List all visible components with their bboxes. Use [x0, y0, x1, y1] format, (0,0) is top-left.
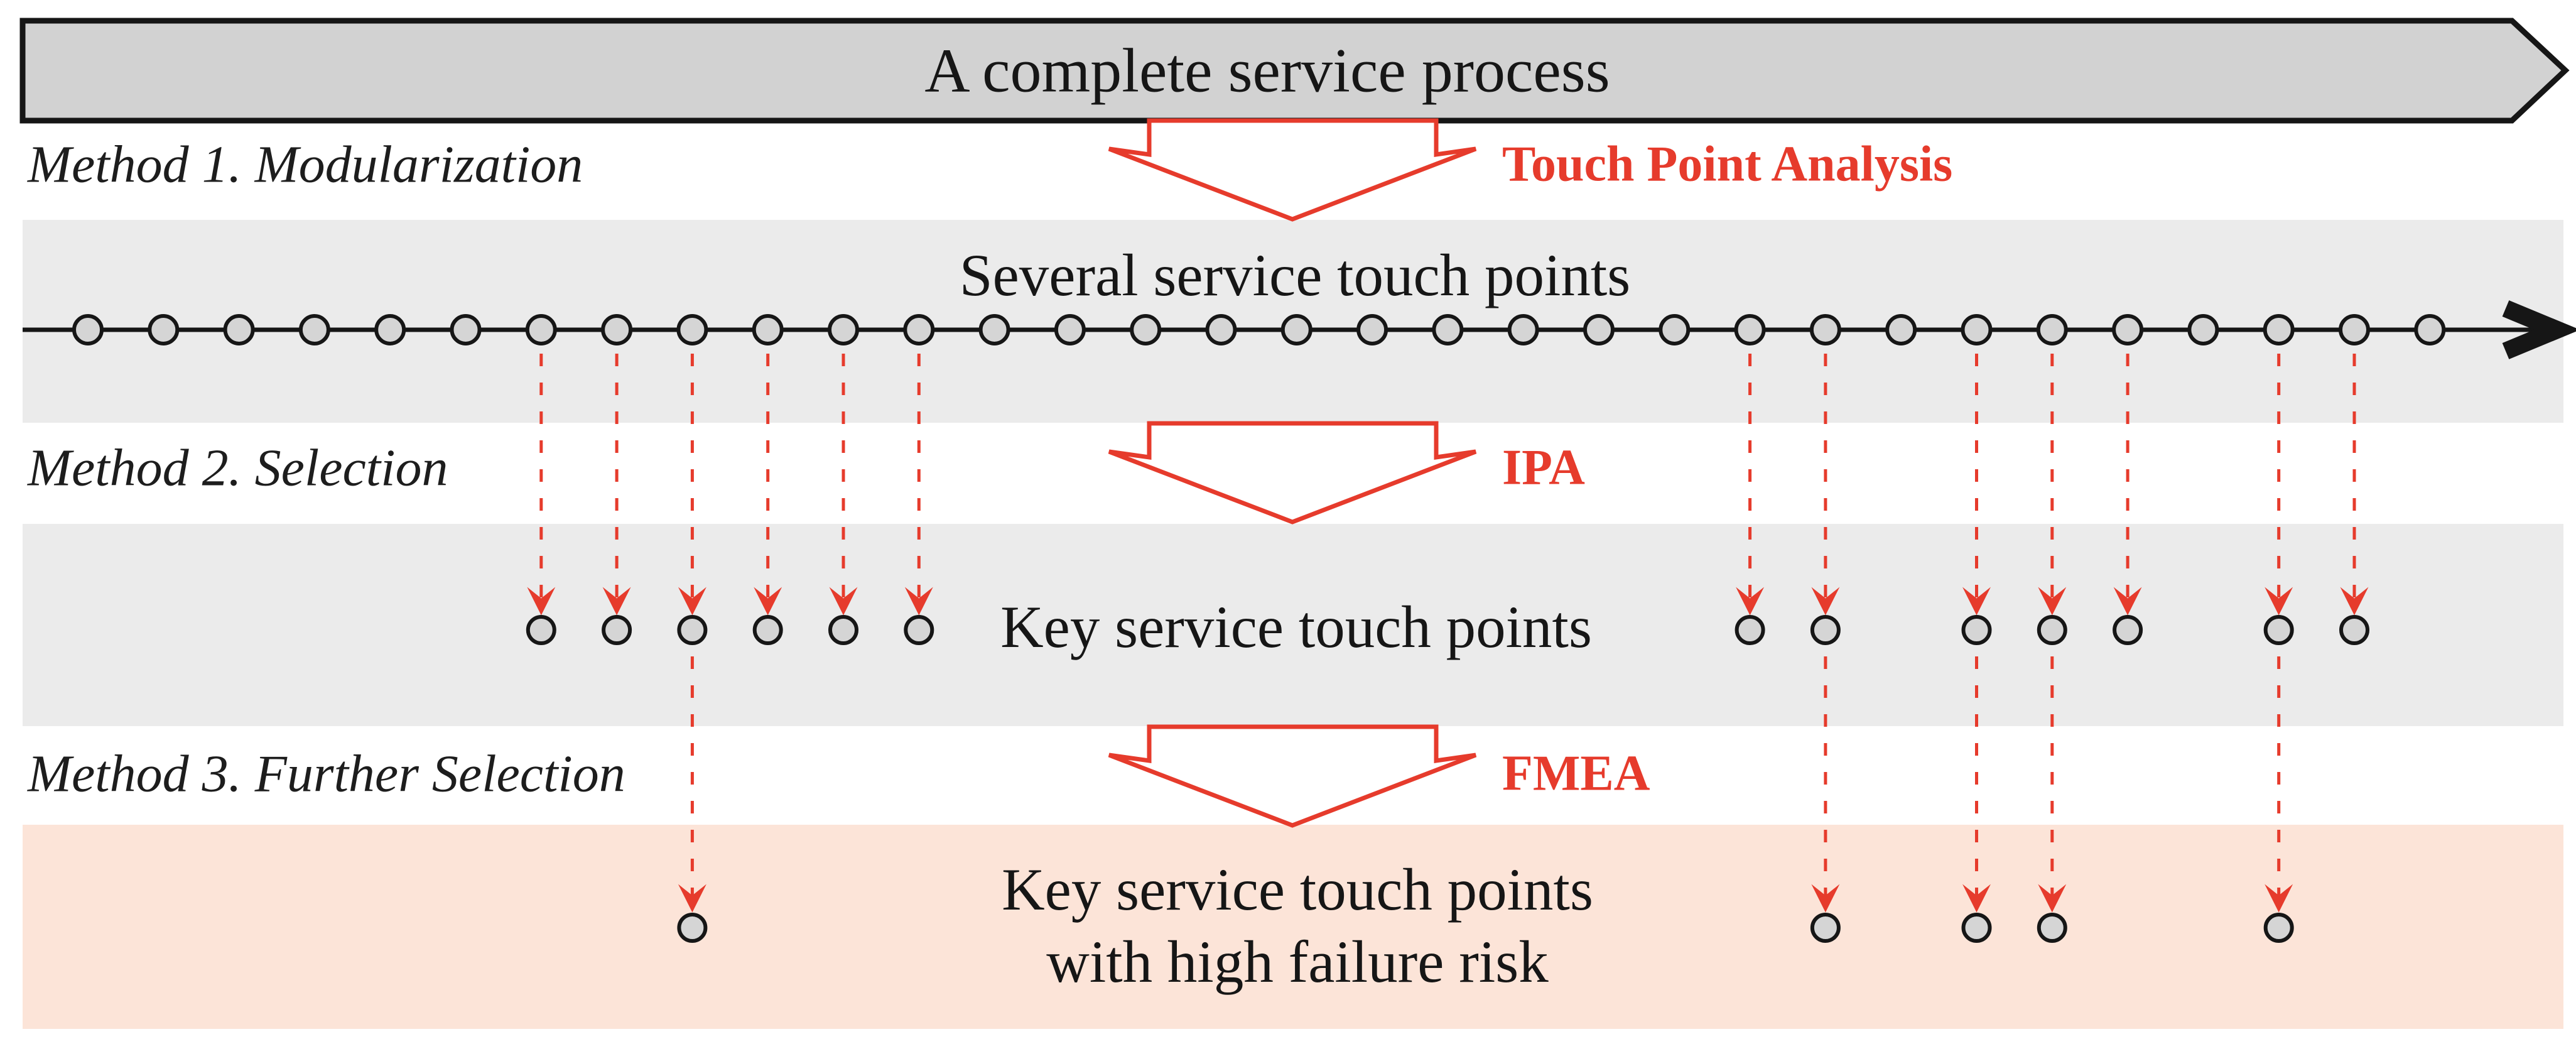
key-point-circle	[752, 615, 783, 645]
banner-arrow-shape	[19, 18, 2570, 124]
touch-point-circle	[1659, 314, 1691, 345]
ipa-label: IPA	[1502, 440, 1585, 496]
key-point-circle	[602, 615, 632, 645]
key-point-circle	[526, 615, 556, 645]
key-point-circle	[2339, 615, 2369, 645]
touch-point-circle	[148, 314, 180, 345]
key-point-circle	[1961, 615, 1992, 645]
banner-title: A complete service process	[924, 35, 1610, 106]
touch-point-circle	[1054, 314, 1086, 345]
high-risk-point-circle	[677, 913, 708, 943]
fmea-label: FMEA	[1502, 746, 1650, 802]
key-point-circle	[1810, 615, 1841, 645]
method-1-down-arrow	[1108, 118, 1477, 222]
touch-point-circle	[374, 314, 406, 345]
touch-point-circle	[2187, 314, 2219, 345]
touch-point-circle	[1130, 314, 1162, 345]
method-2-label: Method 2. Selection	[28, 438, 448, 497]
touch-point-circle	[903, 314, 935, 345]
touch-point-circle	[1961, 314, 1993, 345]
touch-point-circle	[2339, 314, 2370, 345]
several-touch-points-label: Several service touch points	[959, 242, 1631, 308]
touch-point-circle	[1583, 314, 1615, 345]
touch-point-circle	[72, 314, 104, 345]
touch-point-circle	[1809, 314, 1841, 345]
method-3-label: Method 3. Further Selection	[28, 744, 625, 803]
high-risk-point-circle	[1961, 913, 1992, 943]
touch-point-circle	[2112, 314, 2144, 345]
touch-point-circle	[676, 314, 708, 345]
touch-point-circle	[1507, 314, 1539, 345]
key-point-circle	[2037, 615, 2067, 645]
touch-point-circle	[450, 314, 482, 345]
method-1-label: Method 1. Modularization	[28, 135, 583, 194]
key-point-circle	[2263, 615, 2294, 645]
touch-point-circle	[223, 314, 255, 345]
key-point-circle	[1734, 615, 1765, 645]
touch-point-circle	[1885, 314, 1917, 345]
high-risk-band	[23, 825, 2563, 1029]
touch-point-circle	[1356, 314, 1388, 345]
touch-point-circle	[2414, 314, 2446, 345]
touch-point-circle	[1205, 314, 1237, 345]
touch-point-circle	[1432, 314, 1464, 345]
key-point-circle	[828, 615, 858, 645]
high-risk-point-circle	[1810, 913, 1841, 943]
high-risk-label-line2: with high failure risk	[1046, 928, 1549, 995]
touch-point-analysis-label: Touch Point Analysis	[1502, 136, 1953, 192]
key-point-circle	[2113, 615, 2143, 645]
touch-point-circle	[1734, 314, 1766, 345]
key-point-circle	[904, 615, 934, 645]
touch-point-circle	[298, 314, 330, 345]
touch-point-circle	[525, 314, 557, 345]
key-touch-points-label: Key service touch points	[1000, 594, 1592, 660]
high-risk-label-line1: Key service touch points	[1002, 856, 1593, 923]
touch-point-circle	[2263, 314, 2295, 345]
method-3-down-arrow	[1108, 724, 1477, 828]
timeline-arrowhead	[2502, 300, 2576, 359]
touch-point-circle	[828, 314, 859, 345]
high-risk-point-circle	[2037, 913, 2067, 943]
method-2-down-arrow	[1108, 421, 1477, 524]
touch-point-circle	[978, 314, 1010, 345]
touch-point-circle	[1280, 314, 1312, 345]
key-point-circle	[677, 615, 708, 645]
high-risk-label: Key service touch points with high failu…	[1002, 854, 1593, 998]
touch-point-circle	[752, 314, 784, 345]
touch-point-circle	[601, 314, 633, 345]
high-risk-point-circle	[2263, 913, 2294, 943]
touch-point-circle	[2036, 314, 2068, 345]
